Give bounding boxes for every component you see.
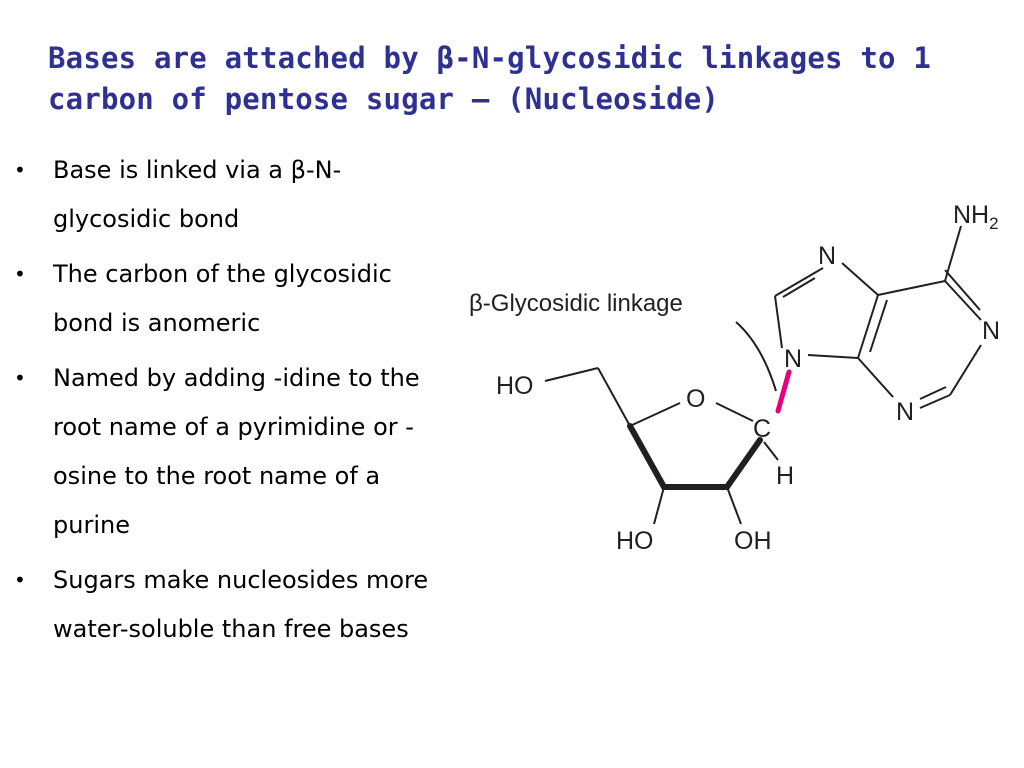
hydrogen-label: H bbox=[776, 462, 794, 490]
3-hydroxyl-label: HO bbox=[616, 527, 654, 555]
slide-title: Bases are attached by β-N-glycosidic lin… bbox=[48, 38, 988, 120]
ribose-bonds bbox=[544, 367, 779, 525]
bullet-item: Named by adding -idine to the root name … bbox=[14, 354, 454, 550]
glycosidic-bond bbox=[775, 369, 792, 414]
slide-title-line1: Bases are attached by β-N-glycosidic lin… bbox=[48, 41, 931, 75]
bullet-item: Sugars make nucleosides more water-solub… bbox=[14, 556, 454, 654]
nh2-label: NH2 bbox=[953, 201, 999, 233]
bullet-item: Base is linked via a β-N-glycosidic bond bbox=[14, 146, 454, 244]
glycosidic-linkage-label: β-Glycosidic linkage bbox=[469, 290, 683, 317]
ring-oxygen-label: O bbox=[686, 385, 705, 413]
anomeric-carbon-label: C bbox=[753, 415, 771, 443]
n7-label: N bbox=[818, 242, 836, 270]
purine-bonds bbox=[774, 225, 982, 409]
n3-label: N bbox=[896, 398, 914, 426]
nucleoside-structure-diagram: NH2 N N N N O C H HO HO OH β-Glycosidic … bbox=[469, 201, 1000, 555]
bullet-list: Base is linked via a β-N-glycosidic bond… bbox=[14, 146, 454, 660]
n1-label: N bbox=[982, 317, 1000, 345]
bullet-item: The carbon of the glycosidic bond is ano… bbox=[14, 250, 454, 348]
5-hydroxyl-label: HO bbox=[496, 372, 534, 400]
n9-label: N bbox=[784, 345, 802, 373]
linkage-callout-line bbox=[735, 321, 777, 392]
2-hydroxyl-label: OH bbox=[734, 527, 772, 555]
slide-title-line2: carbon of pentose sugar – (Nucleoside) bbox=[48, 82, 720, 116]
